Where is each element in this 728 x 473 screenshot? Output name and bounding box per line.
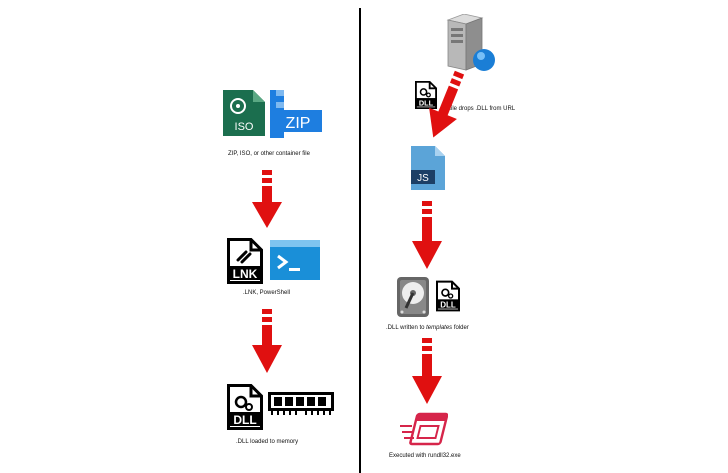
column-divider: [359, 8, 361, 473]
dll-label: DLL: [419, 98, 434, 107]
dll-label: DLL: [233, 413, 256, 427]
js-file-icon: JS: [411, 146, 445, 190]
caption-lnk-powershell: .LNK, PowerShell: [243, 290, 291, 296]
caption-suffix: folder: [452, 325, 469, 331]
lnk-label: LNK: [233, 267, 258, 281]
caption-dll-templates: .DLL written to templates folder: [386, 325, 469, 331]
red-down-arrow-icon: [412, 201, 442, 269]
red-down-arrow-icon: [252, 170, 282, 228]
caption-prefix: .DLL written to: [386, 325, 427, 331]
powershell-icon: [270, 240, 320, 280]
caption-container-file: ZIP, ISO, or other container file: [228, 151, 310, 157]
js-label: JS: [417, 173, 429, 184]
dll-file-icon: DLL: [415, 80, 437, 110]
memory-ram-icon: [268, 392, 334, 415]
zip-file-icon: ZIP: [270, 90, 322, 138]
caption-executed-rundll32: Executed with rundll32.exe: [389, 453, 461, 459]
red-down-arrow-icon: [412, 338, 442, 404]
caption-emphasis: templates: [426, 325, 453, 331]
dll-file-icon: DLL: [227, 384, 263, 430]
dll-file-icon: DLL: [436, 280, 460, 312]
red-down-arrow-icon: [252, 309, 282, 373]
executable-window-icon: [400, 412, 448, 446]
server-icon: [446, 14, 495, 71]
dll-label: DLL: [440, 300, 456, 309]
caption-dll-memory: .DLL loaded to memory: [236, 439, 299, 445]
iso-label: ISO: [235, 121, 254, 133]
zip-label: ZIP: [286, 115, 311, 132]
red-diagonal-arrow-icon: [429, 70, 465, 138]
lnk-file-icon: LNK: [227, 238, 263, 284]
caption-js-drops-dll: .JS file drops .DLL from URL: [439, 106, 516, 112]
iso-file-icon: ISO: [223, 90, 265, 136]
hard-drive-icon: [397, 277, 429, 317]
